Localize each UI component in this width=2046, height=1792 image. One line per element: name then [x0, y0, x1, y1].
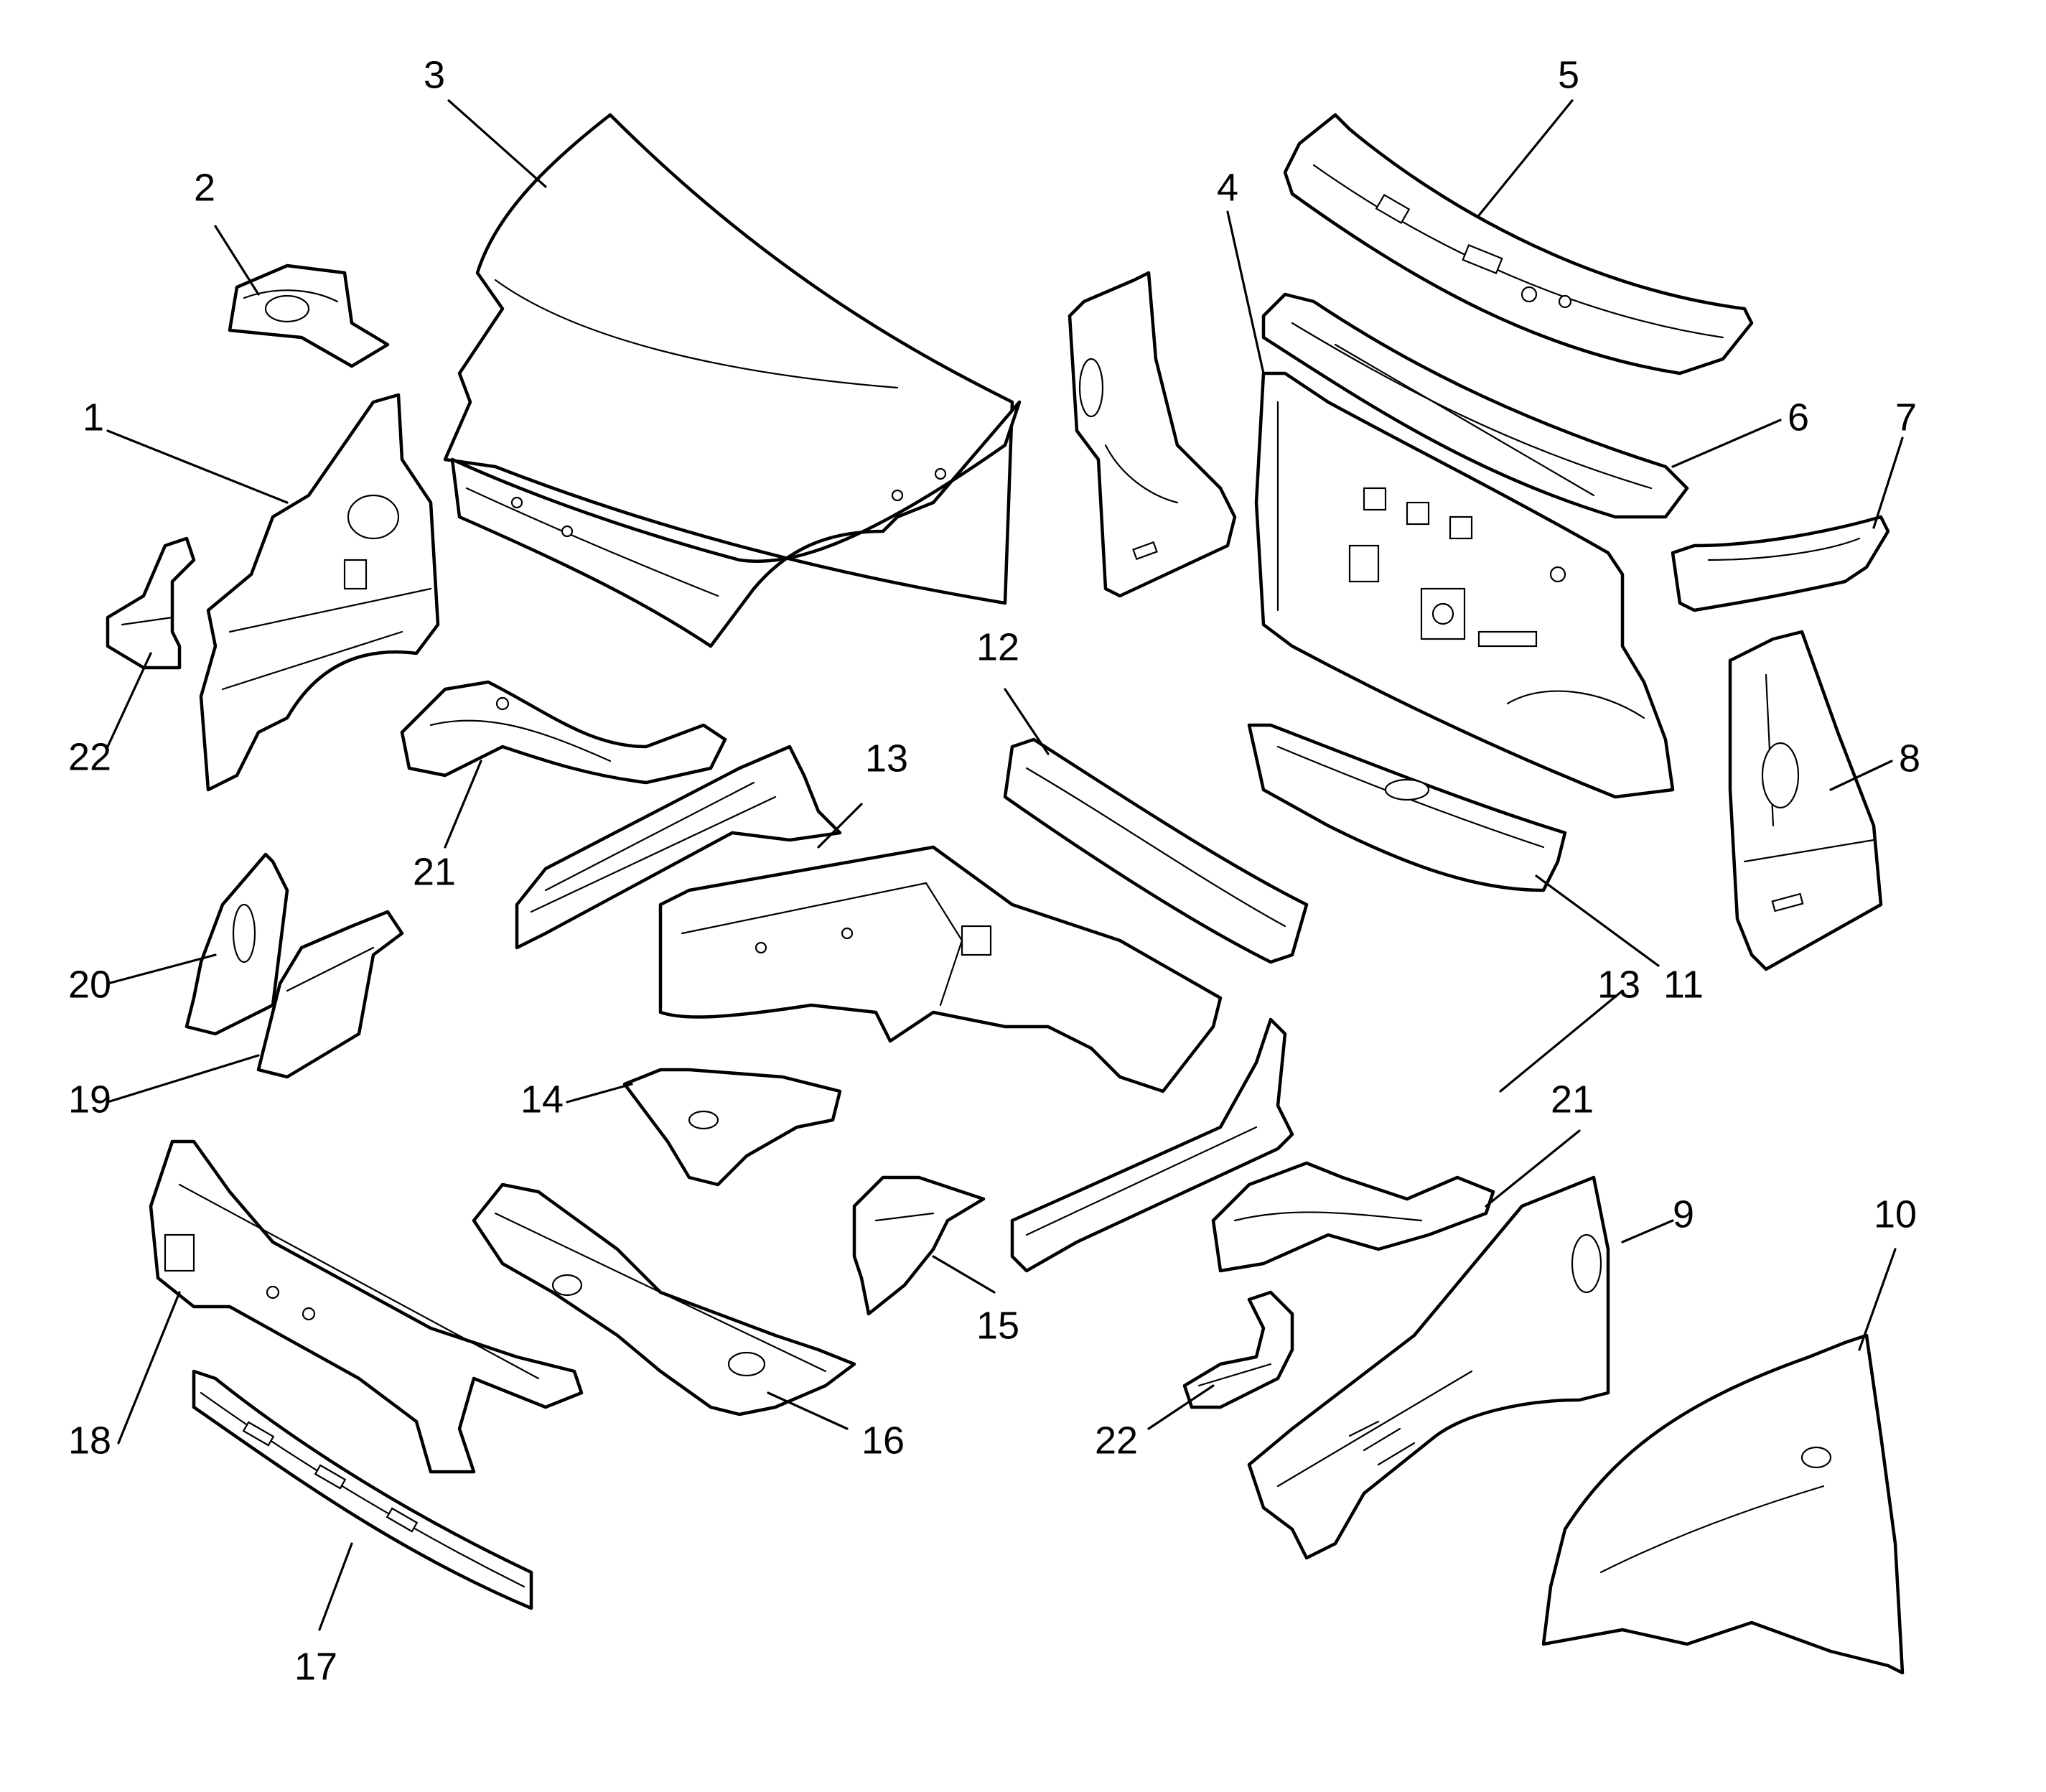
callout-7: 7 — [1895, 396, 1917, 439]
callout-16: 16 — [861, 1419, 905, 1462]
part-15-gusset — [852, 1175, 986, 1316]
callout-12: 12 — [976, 625, 1019, 668]
callout-15: 15 — [976, 1304, 1019, 1347]
callout-1: 1 — [83, 396, 104, 439]
callout-21-lower: 21 — [1551, 1078, 1594, 1121]
callout-13-upper: 13 — [865, 737, 908, 780]
part-3-hood — [443, 113, 1022, 648]
part-1-wheelhouse-left — [199, 393, 440, 792]
part-6-plenum-lower — [1261, 292, 1689, 519]
callout-4: 4 — [1217, 166, 1238, 209]
part-21-apron-rail-lower — [1211, 1161, 1495, 1273]
part-20-reinforcement — [184, 852, 289, 1036]
callout-6: 6 — [1788, 396, 1809, 439]
part-5-plenum-upper — [1283, 113, 1754, 375]
callout-17: 17 — [294, 1645, 337, 1688]
part-hinge-pillar-inner — [1068, 271, 1237, 598]
part-8-hinge-pillar — [1728, 630, 1883, 971]
part-12-rail-crossmember — [1003, 737, 1309, 964]
part-17-bumper-bar — [192, 1369, 533, 1610]
callout-labels: 1 2 3 4 5 6 7 8 9 10 11 12 13 13 14 15 1… — [68, 53, 1920, 1688]
callout-22-lower: 22 — [1095, 1419, 1138, 1462]
callout-13-lower: 13 — [1597, 963, 1640, 1006]
part-2-shock-tower-bracket — [228, 263, 390, 368]
callout-11: 11 — [1663, 963, 1704, 1006]
part-14-reinforcement — [622, 1068, 842, 1187]
part-11-dash-crossbar — [1247, 723, 1567, 892]
part-22-bracket-lower — [1182, 1290, 1294, 1409]
part-18-radiator-support — [149, 1139, 584, 1474]
part-19-wheelhouse-reinforcement — [256, 910, 404, 1079]
callout-18: 18 — [68, 1419, 111, 1462]
part-21-apron-rail-upper — [400, 680, 727, 785]
part-13-rail-extension-upper — [515, 745, 842, 950]
callout-20: 20 — [68, 963, 111, 1006]
callout-19: 19 — [68, 1078, 111, 1121]
callout-2: 2 — [194, 166, 215, 209]
leader-lines — [106, 99, 1904, 1631]
callout-3: 3 — [424, 53, 445, 96]
callout-21-upper: 21 — [413, 850, 456, 893]
part-7-side-rail — [1671, 515, 1890, 612]
part-frame-rail-center — [658, 845, 1223, 1093]
part-10-fender — [1541, 1333, 1905, 1675]
callout-22-left: 22 — [68, 735, 111, 778]
part-4-dash-panel — [1254, 371, 1675, 799]
callout-5: 5 — [1558, 53, 1579, 96]
callout-9: 9 — [1673, 1193, 1694, 1236]
part-22-bracket-left — [106, 536, 196, 670]
callout-8: 8 — [1899, 737, 1920, 780]
callout-10: 10 — [1874, 1193, 1917, 1236]
part-13-rail-extension-lower — [1010, 1017, 1294, 1273]
callout-14: 14 — [520, 1078, 564, 1121]
part-9-wheelhouse-right — [1247, 1175, 1610, 1560]
part-16-engine-crossmember — [472, 1182, 856, 1417]
